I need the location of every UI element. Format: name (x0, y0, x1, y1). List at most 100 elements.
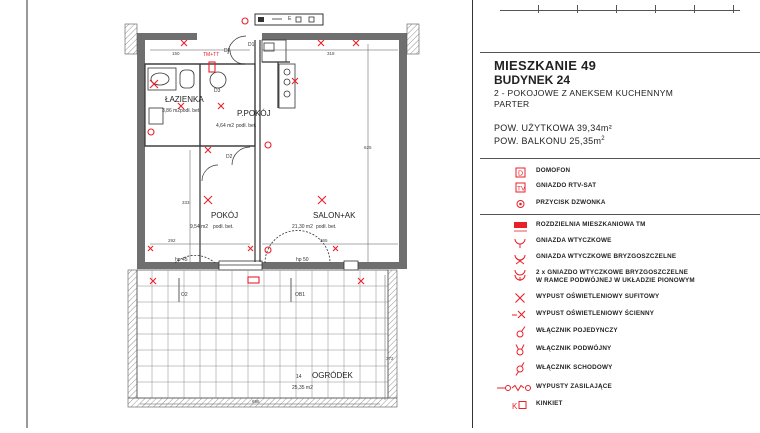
legend-label: ROZDZIELNIA MIESZKANIOWA TM (536, 221, 646, 228)
legend-label: WŁĄCZNIK PODWÓJNY (536, 345, 612, 352)
staircase-switch-icon (515, 362, 525, 376)
room-floor-bathroom: podł. bet. (180, 108, 201, 114)
legend-panel (472, 0, 760, 428)
room-name-garden: OGRÓDEK (312, 371, 353, 380)
legend-separator-2 (480, 214, 760, 215)
legend-item: PRZYCISK DZWONKA (480, 197, 760, 211)
apartment-title: MIESZKANIE 49 (494, 58, 597, 73)
window-ob1: OB1 (295, 292, 306, 298)
legend-item: ROZDZIELNIA MIESZKANIOWA TM (480, 219, 760, 233)
dim-333: 333 (182, 200, 190, 205)
legend-label: WYPUST OŚWIETLENIOWY SUFITOWY (536, 293, 660, 300)
door-swings (201, 35, 251, 182)
door-d2-hall: D2 (226, 154, 233, 160)
dim-695: 695 (252, 399, 260, 404)
bathroom-fixtures (147, 67, 227, 125)
double-switch-icon (515, 344, 525, 356)
floor-plan: ŁAZIENKA 3,86 m2 podł. bet. P.POKÓJ 4,64… (26, 0, 420, 428)
legend-item: GNIAZDA WTYCZKOWE BRYZGOSZCZELNE (480, 251, 760, 265)
legend-item: WYPUST OŚWIETLENIOWY ŚCIENNY (480, 308, 760, 322)
legend-item: WŁĄCZNIK PODWÓJNY (480, 343, 760, 357)
meter-label-e: E (288, 16, 292, 22)
dim-292: 292 (168, 238, 176, 243)
room-area-bedroom: 9,54 m2 (190, 224, 209, 230)
double-splashproof-socket-icon (514, 269, 526, 281)
balcony-area-sup: 2 (601, 136, 605, 142)
svg-text:D: D (518, 171, 523, 178)
room-area-bathroom: 3,86 m2 (162, 108, 181, 114)
legend-label-line1: 2 x GNIAZDO WTYCZKOWE BRYZGOSZCZELNE (536, 269, 689, 276)
room-area-living: 21,30 m2 (292, 224, 313, 230)
apartment-info: MIESZKANIE 49 BUDYNEK 24 2 - POKOJOWE Z … (480, 52, 760, 159)
legend-label: DOMOFON (536, 167, 571, 174)
intercom-icon: D (515, 167, 526, 178)
legend-item: GNIAZDA WTYCZKOWE (480, 235, 760, 249)
room-floor-hall: podł. bet. (236, 123, 257, 129)
dim-150: 150 (172, 51, 180, 56)
doorbell-button-icon (516, 200, 525, 208)
garden-number: 14 (296, 374, 302, 380)
legend-item: D DOMOFON (480, 165, 760, 179)
door-d3: D3 (214, 88, 221, 94)
svg-text:K: K (512, 402, 518, 411)
electrical-fixtures (147, 17, 365, 285)
legend-label-line2: W RAMCE PODWÓJNEJ W UKŁADZIE PIONOWYM (536, 277, 695, 284)
legend-label: WŁĄCZNIK POJEDYNCZY (536, 327, 618, 334)
garden-terrace (127, 269, 398, 408)
dim-372: 372 (386, 356, 394, 361)
legend-item: TV GNIAZDO RTV-SAT (480, 180, 760, 194)
single-switch-icon (516, 326, 526, 338)
legend-label: GNIAZDA WTYCZKOWE BRYZGOSZCZELNE (536, 253, 677, 260)
window-o2: O2 (181, 292, 188, 298)
legend-item: WYPUST OŚWIETLENIOWY SUFITOWY (480, 291, 760, 305)
apartment-floor: PARTER (494, 99, 530, 109)
socket-icon (514, 238, 526, 248)
legend-item: WŁĄCZNIK POJEDYNCZY (480, 325, 760, 339)
legend-label: GNIAZDO RTV-SAT (536, 182, 597, 189)
kinkiet-icon: K (512, 401, 527, 411)
balcony-area-text: POW. BALKONU 25,35m (494, 136, 602, 146)
svg-text:TV: TV (517, 186, 526, 193)
window-hp50: hp 50 (296, 257, 309, 263)
room-area-garden: 25,35 m2 (292, 385, 313, 391)
exterior-walls (124, 23, 420, 269)
room-name-bathroom: ŁAZIENKA (165, 95, 204, 104)
usable-area: POW. UŻYTKOWA 39,34m² (494, 123, 612, 133)
legend-item: K KINKIET (480, 398, 760, 412)
kitchen-counter (261, 39, 296, 109)
apartment-type: 2 - POKOJOWE Z ANEKSEM KUCHENNYM (494, 88, 674, 98)
room-name-living: SALON+AK (313, 211, 356, 220)
legend-label: WYPUSTY ZASILAJĄCE (536, 383, 612, 390)
room-name-bedroom: POKÓJ (211, 211, 239, 220)
distribution-board-icon (514, 222, 527, 232)
building-name: BUDYNEK 24 (494, 73, 571, 87)
distribution-board-label: TM+TT (203, 52, 220, 58)
balcony-area: POW. BALKONU 25,35m2 (494, 136, 605, 146)
door-d2-bath: D2 (224, 48, 231, 54)
legend-label: WYPUST OŚWIETLENIOWY ŚCIENNY (536, 310, 655, 317)
room-floor-living: podł. bet. (316, 224, 337, 230)
dim-318: 318 (327, 51, 335, 56)
entrance-box (254, 13, 324, 26)
room-area-hall: 4,64 m2 (216, 123, 235, 129)
legend-separator-1 (480, 158, 760, 159)
room-floor-bedroom: podł. bet. (213, 224, 234, 230)
legend-label: KINKIET (536, 400, 563, 407)
legend-label: GNIAZDA WTYCZKOWE (536, 237, 612, 244)
legend-label: WŁĄCZNIK SCHODOWY (536, 364, 613, 371)
power-outlet-icon (497, 384, 531, 392)
dim-625: 625 (364, 145, 372, 150)
legend-item: WYPUSTY ZASILAJĄCE (480, 381, 760, 395)
door-d1: D1 (248, 42, 255, 48)
room-name-hall: P.POKÓJ (237, 109, 271, 118)
splashproof-socket-icon (514, 254, 526, 265)
floor-plan-drawing (26, 0, 420, 428)
wall-light-icon (512, 310, 526, 319)
dim-365: 365 (320, 238, 328, 243)
tv-socket-icon: TV (515, 182, 526, 193)
legend-label: PRZYCISK DZWONKA (536, 199, 606, 206)
ceiling-light-icon (515, 293, 525, 303)
legend-item: WŁĄCZNIK SCHODOWY (480, 362, 760, 376)
